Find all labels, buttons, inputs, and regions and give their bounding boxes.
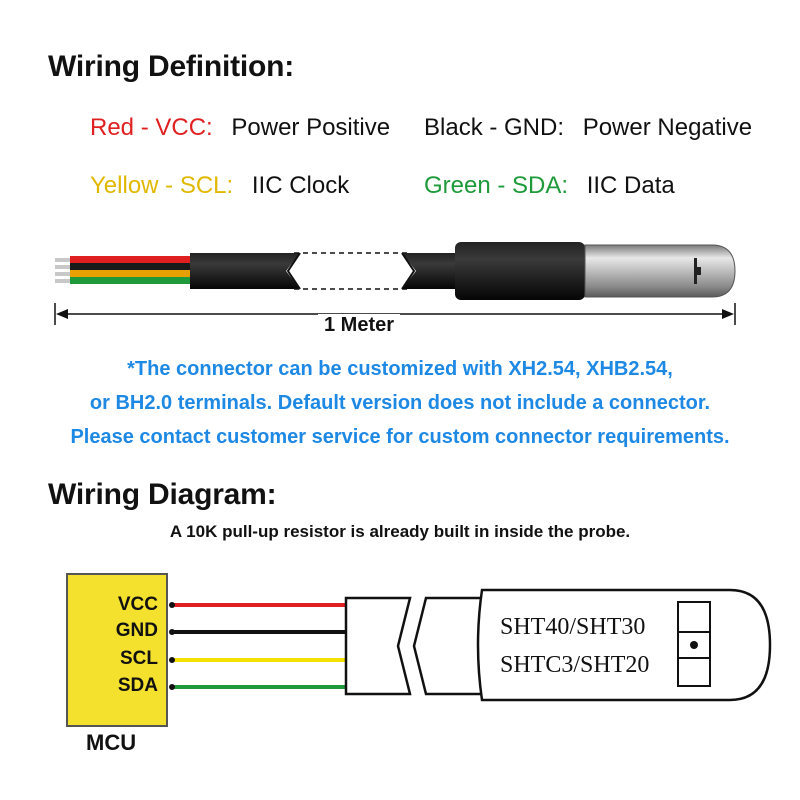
wire-def-red: Red - VCC: Power Positive: [90, 114, 390, 142]
pin-gnd: GND: [115, 620, 158, 641]
mcu-label: MCU: [86, 730, 137, 755]
pin-vcc: VCC: [117, 594, 158, 615]
cable-illustration: [54, 242, 736, 325]
heat-shrink: [455, 242, 585, 300]
cable-length-label: 1 Meter: [318, 314, 401, 337]
wire-def-black-label: Black - GND:: [424, 114, 565, 141]
wire-def-black: Black - GND: Power Negative: [424, 114, 752, 142]
wire-def-red-desc: Power Positive: [231, 114, 391, 141]
pullup-note: A 10K pull-up resistor is already built …: [169, 522, 631, 541]
connector-note-line-3: Please contact customer service for cust…: [70, 426, 730, 448]
wire-def-black-desc: Power Negative: [582, 114, 753, 141]
wiring-diagram-title: Wiring Diagram:: [48, 478, 277, 511]
pin-sda: SDA: [117, 675, 158, 696]
sensor-model-1: SHT40/SHT30: [500, 614, 646, 640]
wiring-diagram-drawing: [169, 588, 772, 702]
wire-def-red-label: Red - VCC:: [90, 114, 213, 141]
sensor-model-2: SHTC3/SHT20: [500, 652, 650, 678]
wire-def-yellow-desc: IIC Clock: [251, 172, 350, 199]
wire-def-yellow: Yellow - SCL: IIC Clock: [90, 172, 349, 200]
connector-note-line-1: *The connector can be customized with XH…: [127, 358, 673, 380]
pin-scl: SCL: [120, 648, 158, 669]
wire-tips: [55, 256, 190, 284]
wire-def-yellow-label: Yellow - SCL:: [90, 172, 234, 199]
connector-note-line-2: or BH2.0 terminals. Default version does…: [89, 392, 711, 414]
wiring-definition-title: Wiring Definition:: [48, 50, 295, 83]
cable-break-left: [286, 253, 300, 289]
diagram-cable-right: [412, 596, 484, 696]
wire-def-green: Green - SDA: IIC Data: [424, 172, 675, 200]
wire-def-green-desc: IIC Data: [586, 172, 675, 199]
wire-def-green-label: Green - SDA:: [424, 172, 569, 199]
diagram-probe: [476, 588, 772, 702]
steel-probe: [584, 244, 736, 298]
diagram-cable-left: [344, 596, 412, 696]
mcu-box: [66, 573, 168, 727]
cable-segment-left: [190, 253, 300, 289]
